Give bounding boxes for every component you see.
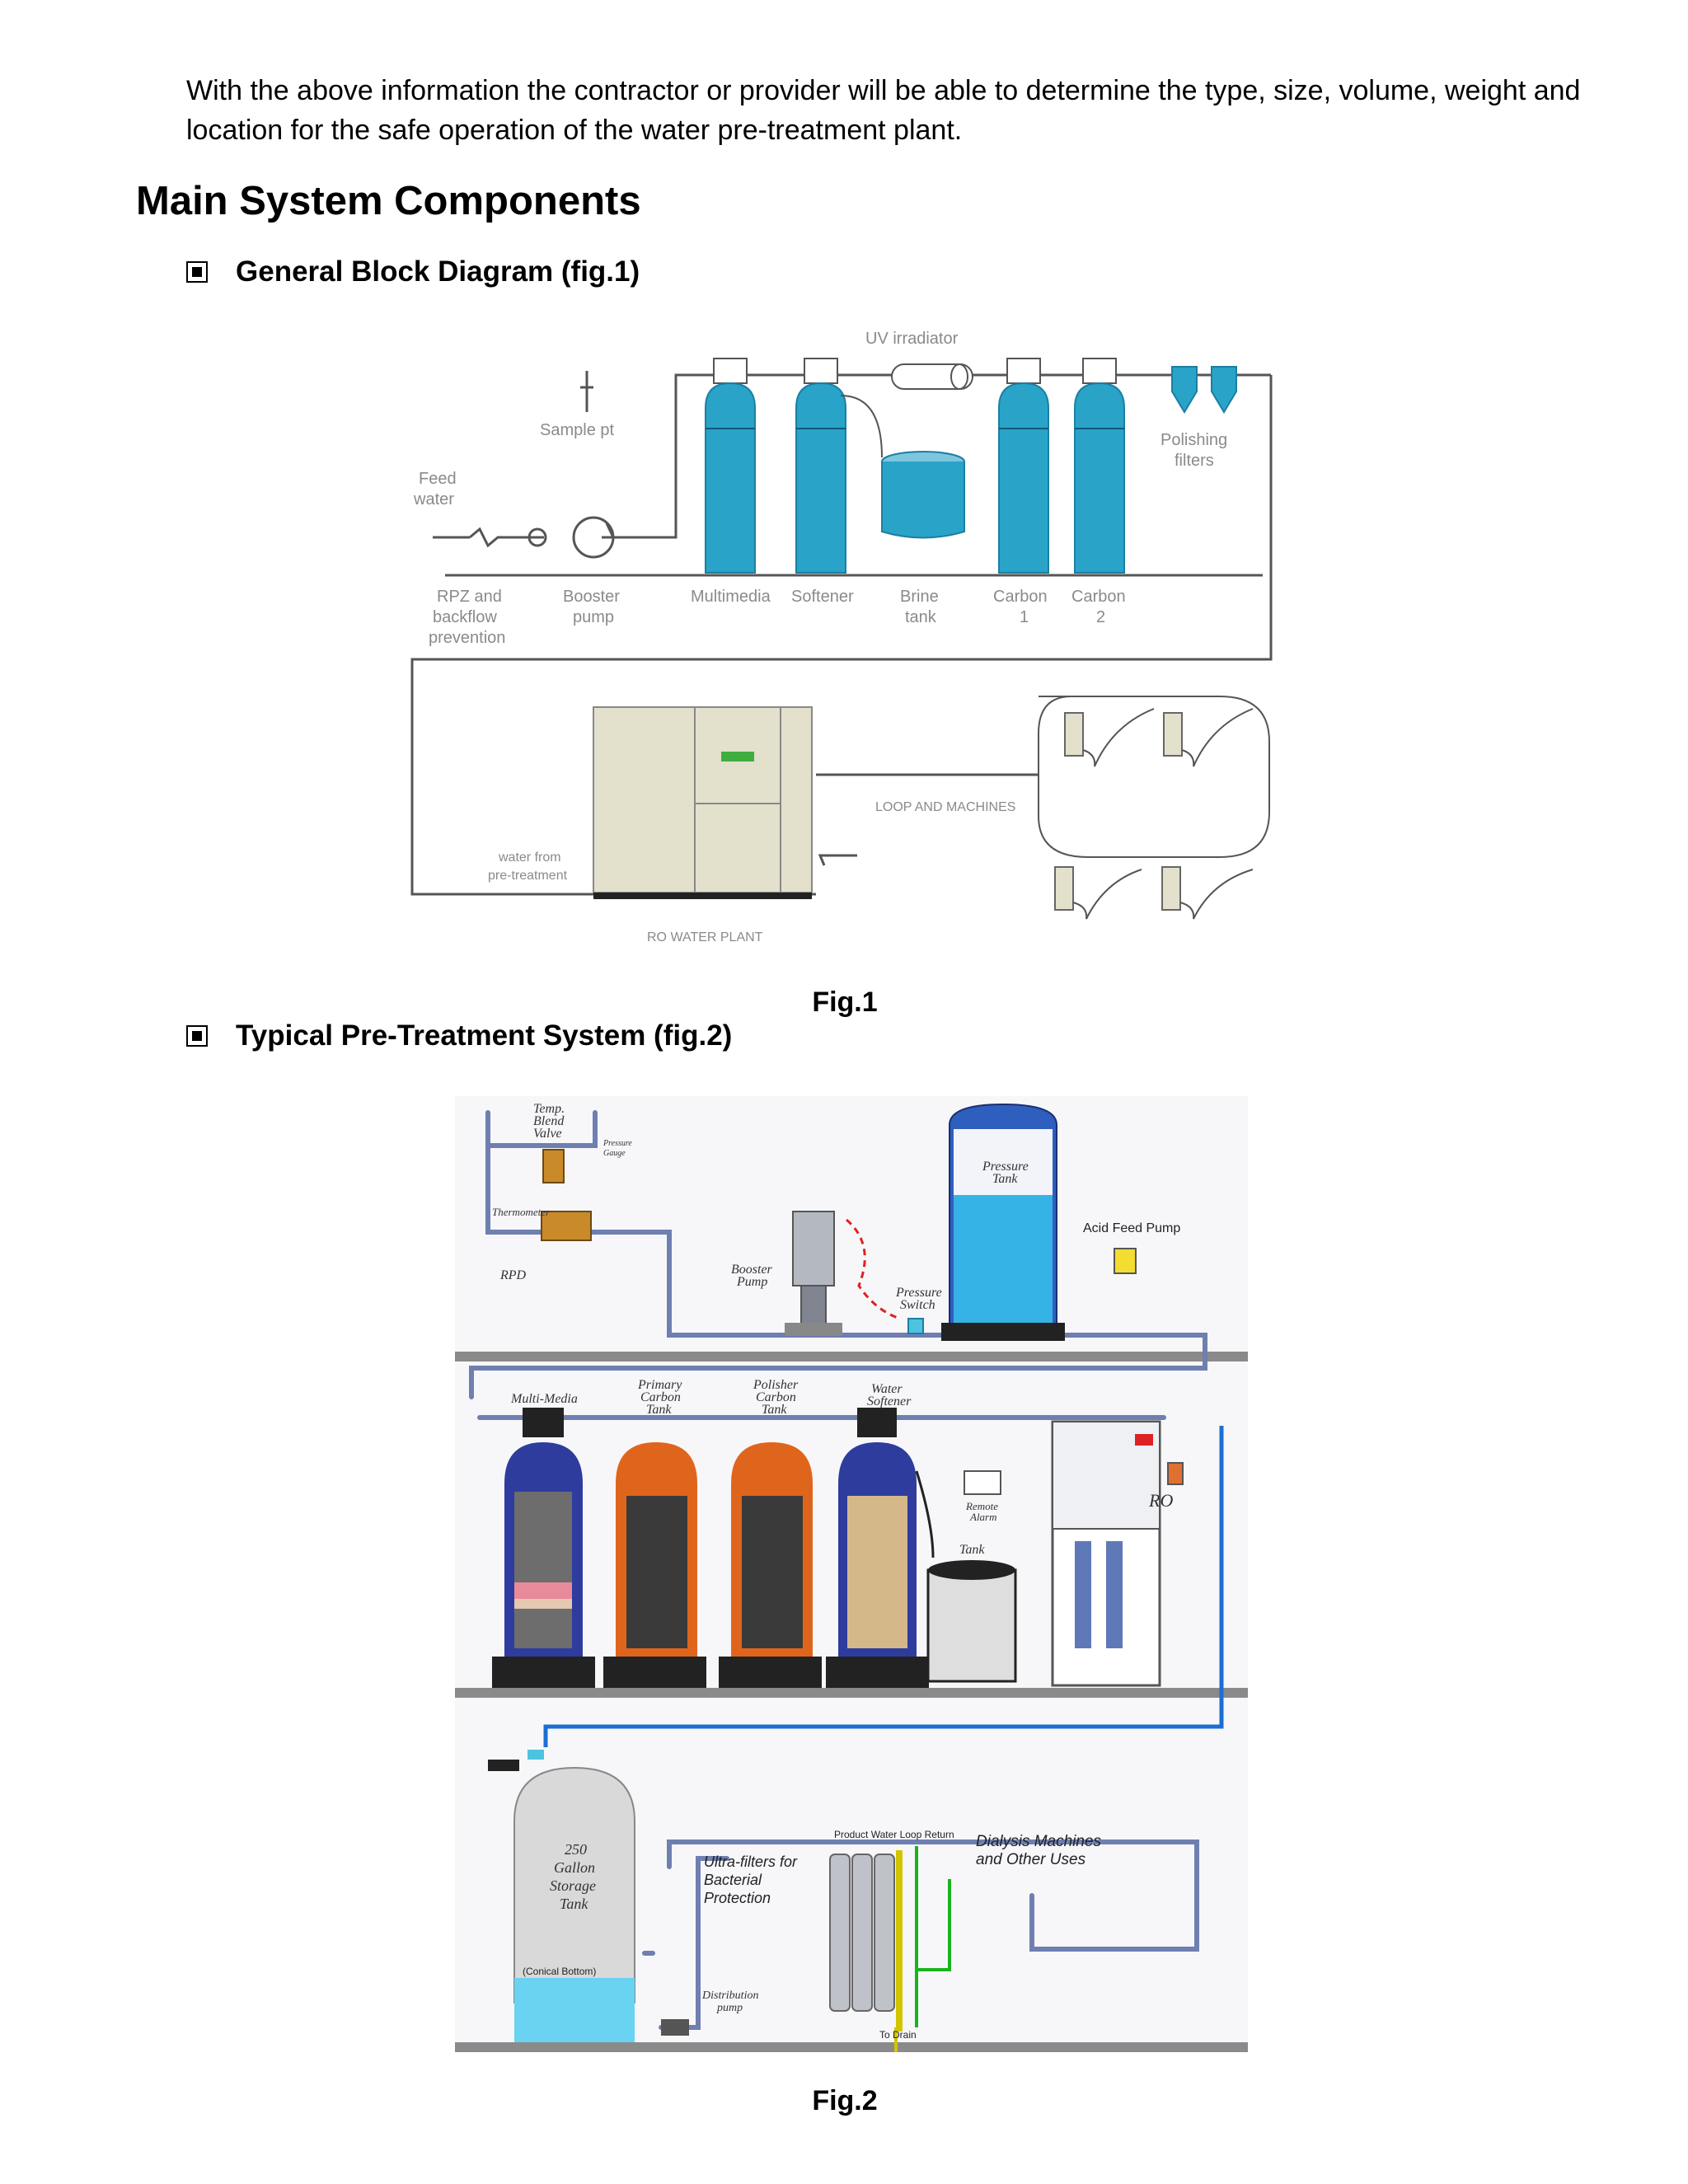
fig1-label-booster: Booster (563, 588, 620, 606)
fig1-label-polishing: Polishing (1160, 431, 1227, 449)
fig2-label-booster: Booster (731, 1263, 773, 1277)
fig1-label-carbon1-num: 1 (1020, 608, 1029, 626)
bullet-label: General Block Diagram (fig.1) (236, 255, 640, 288)
fig1-label-feed: Feed (419, 470, 457, 488)
fig1-label-brine: Brine (900, 588, 939, 606)
fig2-label-primary-tank: Tank (646, 1403, 672, 1417)
fig2-caption: Fig.2 (812, 2085, 878, 2116)
fig2-label-switch: Switch (900, 1298, 935, 1312)
fig1-label-filters: filters (1175, 452, 1214, 470)
fig2-label-booster-pump: Pump (736, 1275, 767, 1289)
fig2-label-polisher-carbon: Carbon (756, 1390, 796, 1404)
fig1-label-carbon2: Carbon (1071, 588, 1126, 606)
fig2-label-storage: Storage (550, 1877, 596, 1894)
fig1-label-prevention: prevention (429, 629, 505, 647)
fig1-label-uv: UV irradiator (865, 330, 959, 348)
fig2-label-ro: RO (1148, 1490, 1173, 1511)
bullet-label: Typical Pre-Treatment System (fig.2) (236, 1019, 733, 1052)
fig2-label-rpd: RPD (499, 1268, 527, 1282)
checkbox-icon (186, 1025, 208, 1047)
figure-2-pretreatment-system: Temp. Blend Valve Pressure Gauge Thermom… (455, 1096, 1248, 2052)
fig2-label-dialysis: Dialysis Machines (976, 1833, 1102, 1850)
fig2-label-250: 250 (565, 1841, 587, 1858)
fig1-label-softener: Softener (791, 588, 854, 606)
fig2-label-gallon: Gallon (554, 1859, 595, 1876)
fig2-label-ultrafilters: Ultra-filters for (704, 1854, 798, 1870)
fig2-label-loop-return: Product Water Loop Return (834, 1829, 954, 1840)
fig2-label-multimedia: Multi-Media (510, 1392, 578, 1406)
fig2-label-remote: Remote (965, 1500, 998, 1512)
fig2-label-polisher: Polisher (753, 1378, 799, 1392)
fig2-label-primary: Primary (637, 1378, 682, 1392)
fig2-label-storage-tank: Tank (560, 1896, 588, 1912)
fig2-label-other-uses: and Other Uses (976, 1851, 1086, 1868)
fig1-label-loop: LOOP AND MACHINES (875, 800, 1015, 814)
fig1-label-water: water (413, 490, 454, 509)
fig2-label-thermometer: Thermometer (492, 1206, 551, 1218)
fig2-label-bacterial: Bacterial (704, 1872, 762, 1888)
fig2-label-distribution: Distribution (701, 1990, 758, 2002)
fig2-label-alarm: Alarm (969, 1511, 997, 1523)
fig2-label-softener: Softener (867, 1394, 912, 1408)
bullet-general-block-diagram: General Block Diagram (fig.1) (186, 255, 640, 288)
fig2-label-gauge: Gauge (603, 1149, 626, 1158)
fig1-label-sample: Sample pt (540, 421, 614, 439)
fig2-label-valve: Valve (533, 1127, 562, 1141)
fig2-label-water: Water (871, 1382, 903, 1396)
fig2-label-pressure-switch: Pressure (895, 1286, 942, 1300)
checkbox-icon (186, 261, 208, 283)
fig1-label-water-from: water from (498, 851, 561, 865)
bullet-typical-pretreatment: Typical Pre-Treatment System (fig.2) (186, 1019, 732, 1052)
fig1-label-backflow: backflow (433, 608, 497, 626)
intro-paragraph: With the above information the contracto… (186, 75, 1581, 146)
fig2-label-polisher-tank: Tank (762, 1403, 787, 1417)
fig1-label-pump: pump (573, 608, 614, 626)
figure-1-block-diagram: UV irradiator Sample pt Feed water Polis… (396, 321, 1311, 956)
fig2-label-pressure-tank: Pressure (982, 1160, 1029, 1174)
fig2-label-primary-carbon: Carbon (640, 1390, 681, 1404)
fig2-label-tank: Tank (992, 1172, 1018, 1186)
fig1-caption: Fig.1 (812, 987, 878, 1018)
fig2-label-blend: Blend (533, 1114, 565, 1128)
fig1-label-carbon2-num: 2 (1096, 608, 1105, 626)
fig2-label-drain: To Drain (879, 2029, 917, 2041)
fig2-label-acid-feed: Acid Feed Pump (1083, 1221, 1180, 1235)
fig2-label-conical: (Conical Bottom) (523, 1966, 596, 1977)
fig2-label-protection: Protection (704, 1890, 771, 1906)
fig2-label-temp: Temp. (533, 1102, 565, 1116)
fig1-label-ro-plant: RO WATER PLANT (647, 930, 763, 944)
fig1-label-tank: tank (905, 608, 937, 626)
fig2-label-dist-pump: pump (716, 2002, 743, 2014)
fig1-label-rpz: RPZ and (437, 588, 502, 606)
fig2-label-pressure: Pressure (603, 1139, 632, 1148)
fig1-label-multimedia: Multimedia (691, 588, 771, 606)
section-title: Main System Components (136, 179, 641, 223)
fig1-label-carbon1: Carbon (993, 588, 1048, 606)
fig2-label-brine-tank: Tank (959, 1543, 985, 1557)
fig1-label-pretreatment: pre-treatment (488, 869, 568, 883)
